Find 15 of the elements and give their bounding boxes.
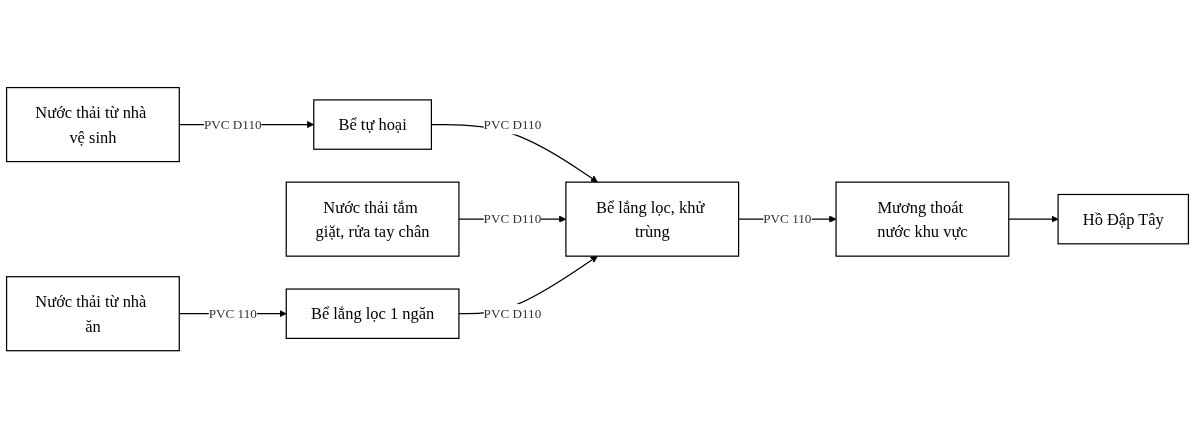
edge-label: PVC 110 <box>763 211 812 226</box>
node-box: Mương thoát nước khu vực <box>835 181 1010 257</box>
node-box: Bể tự hoại <box>313 99 432 150</box>
node-box: Hồ Đập Tây <box>1057 193 1190 245</box>
node-box: Nước thải từ nhà vệ sinh <box>5 86 180 163</box>
edge-label: PVC 110 <box>208 306 257 321</box>
node-box: Nước thải tắm giặt, rửa tay chân <box>285 181 460 257</box>
arrow <box>1008 215 1059 223</box>
edge-label: PVC D110 <box>203 117 262 131</box>
edge-label: PVC D110 <box>483 306 542 321</box>
node-box: Bể lắng lọc, khử trùng <box>565 181 740 257</box>
edge-label: PVC D110 <box>483 211 542 226</box>
node-box: Nước thải từ nhà ăn <box>5 275 180 352</box>
node-box: Bể lắng lọc 1 ngăn <box>285 288 460 339</box>
edge-label: PVC D110 <box>483 117 542 131</box>
